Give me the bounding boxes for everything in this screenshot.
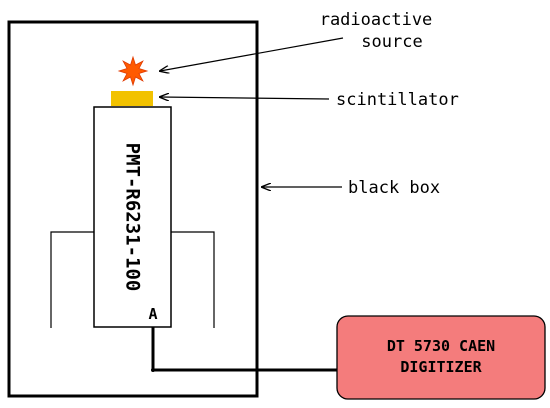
radioactive-source-label-line1: radioactive [320, 10, 433, 30]
digitizer-box [336, 315, 546, 400]
anode-label: A [148, 305, 157, 323]
digitizer-line2: DIGITIZER [400, 358, 482, 376]
pmt-tube [93, 106, 172, 328]
digitizer-line1: DT 5730 CAEN [387, 337, 495, 355]
cable-junction [151, 368, 155, 372]
scintillator [111, 91, 153, 106]
scintillator-arrow [160, 97, 330, 99]
black-box-label: black box [348, 178, 440, 198]
radioactive-source-arrow [160, 37, 344, 71]
star-burst-icon [117, 55, 149, 87]
pmt-label: PMT-R6231-100 [122, 143, 144, 292]
scintillator-label: scintillator [336, 90, 459, 110]
radioactive-source-label-line2: source [361, 32, 422, 52]
